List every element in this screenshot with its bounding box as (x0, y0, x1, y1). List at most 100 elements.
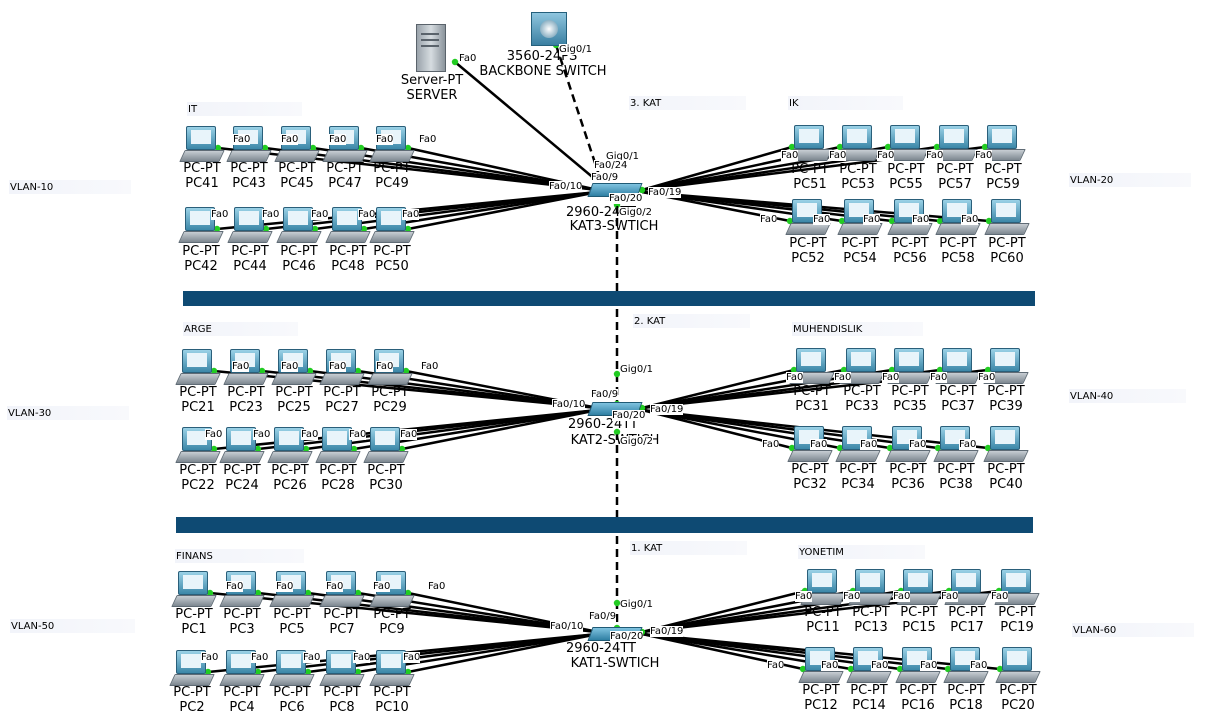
pc-icon[interactable] (322, 126, 368, 164)
pc-port-label: Fa0 (403, 652, 421, 663)
link-status-dot (936, 217, 944, 225)
pc-icon[interactable] (848, 569, 894, 607)
pc-name-label: PC40 (989, 477, 1023, 492)
pc-icon[interactable] (994, 569, 1040, 607)
pc-name-label: PC10 (375, 700, 409, 715)
pc-name-label: PC3 (229, 622, 255, 637)
link-status-dot (790, 366, 798, 374)
pc-icon[interactable] (983, 426, 1029, 464)
pc-type-label: PC-PT (891, 384, 929, 399)
pc-name-label: PC54 (843, 251, 877, 266)
pc-name-label: PC23 (229, 400, 263, 415)
pc-icon[interactable] (887, 348, 933, 386)
pc-type-label: PC-PT (839, 462, 877, 477)
pc-name-label: PC34 (841, 477, 875, 492)
server-icon[interactable] (416, 24, 446, 72)
link-status-dot (404, 589, 412, 597)
pc-icon[interactable] (171, 571, 217, 609)
backbone-trunk-cable (554, 44, 602, 179)
pc-icon[interactable] (944, 569, 990, 607)
multilayer-switch-icon[interactable] (531, 12, 567, 46)
pc-type-label: PC-PT (887, 162, 925, 177)
switch-port-label: Fa0/19 (648, 187, 682, 198)
pc-icon[interactable] (896, 569, 942, 607)
pc-type-label: PC-PT (373, 607, 411, 622)
pc-icon[interactable] (269, 650, 315, 688)
cable-line (641, 145, 793, 192)
pc-type-label: PC-PT (936, 162, 974, 177)
switch-name-label: KAT3-SWTICH (569, 219, 659, 234)
link-status-dot (934, 444, 942, 452)
pc-name-label: PC52 (791, 251, 825, 266)
pc-icon[interactable] (984, 199, 1030, 237)
pc-icon[interactable] (787, 125, 833, 163)
link-status-dot (210, 445, 218, 453)
pc-icon[interactable] (276, 207, 322, 245)
pc-icon[interactable] (837, 199, 883, 237)
pc-icon[interactable] (800, 569, 846, 607)
pc-port-label: Fa0 (205, 429, 223, 440)
pc-port-label: Fa0 (843, 591, 861, 602)
pc-port-label: Fa0 (926, 150, 944, 161)
pc-name-label: PC21 (181, 400, 215, 415)
link-status-dot (204, 668, 212, 676)
pc-icon[interactable] (219, 427, 265, 465)
cable-line (401, 408, 599, 451)
pc-type-label: PC-PT (278, 161, 316, 176)
pc-icon[interactable] (226, 126, 272, 164)
pc-icon[interactable] (983, 348, 1029, 386)
pc-icon[interactable] (175, 349, 221, 387)
link-status-dot (896, 665, 904, 673)
pc-type-label: PC-PT (275, 385, 313, 400)
pc-name-label: PC33 (845, 399, 879, 414)
pc-name-label: PC14 (852, 698, 886, 713)
pc-icon[interactable] (883, 125, 929, 163)
pc-port-label: Fa0 (909, 439, 927, 450)
pc-icon[interactable] (178, 207, 224, 245)
pc-icon[interactable] (835, 125, 881, 163)
link-status-dot (888, 217, 896, 225)
pc-port-label: Fa0 (930, 372, 948, 383)
switch-port-label: Gig0/1 (620, 364, 653, 375)
link-status-dot (360, 225, 368, 233)
pc-icon[interactable] (267, 427, 313, 465)
pc-icon[interactable] (274, 126, 320, 164)
pc-port-label: Fa0 (961, 214, 979, 225)
pc-icon[interactable] (179, 126, 225, 164)
link-status-dot (836, 143, 844, 151)
pc-type-label: PC-PT (231, 244, 269, 259)
pc-name-label: PC30 (369, 478, 403, 493)
pc-icon[interactable] (789, 348, 835, 386)
pc-icon[interactable] (839, 348, 885, 386)
pc-name-label: PC5 (279, 622, 305, 637)
pc-name-label: PC16 (901, 698, 935, 713)
link-status-dot (847, 665, 855, 673)
pc-name-label: PC11 (806, 620, 840, 635)
link-status-dot (402, 367, 410, 375)
pc-icon[interactable] (363, 427, 409, 465)
pc-port-label: Fa0 (419, 134, 437, 145)
pc-port-label: Fa0 (402, 209, 420, 220)
pc-name-label: PC2 (179, 700, 205, 715)
pc-port-label: Fa0 (353, 652, 371, 663)
pc-type-label: PC-PT (889, 462, 927, 477)
pc-icon[interactable] (935, 348, 981, 386)
pc-port-label: Fa0 (421, 361, 439, 372)
backbone-port-label: Gig0/1 (559, 44, 592, 55)
pc-type-label: PC-PT (179, 385, 217, 400)
pc-icon[interactable] (369, 126, 415, 164)
switch-port-label: Gig0/1 (606, 151, 639, 162)
pc-type-label: PC-PT (367, 463, 405, 478)
pc-icon[interactable] (995, 647, 1041, 685)
pc-icon[interactable] (227, 207, 273, 245)
link-status-dot (840, 366, 848, 374)
pc-icon[interactable] (315, 427, 361, 465)
pc-port-label: Fa0 (281, 134, 299, 145)
switch-port-label: Fa0/20 (610, 631, 644, 642)
pc-icon[interactable] (980, 125, 1026, 163)
pc-name-label: PC8 (329, 700, 355, 715)
pc-name-label: PC42 (184, 259, 218, 274)
pc-type-label: PC-PT (791, 162, 829, 177)
pc-icon[interactable] (932, 125, 978, 163)
